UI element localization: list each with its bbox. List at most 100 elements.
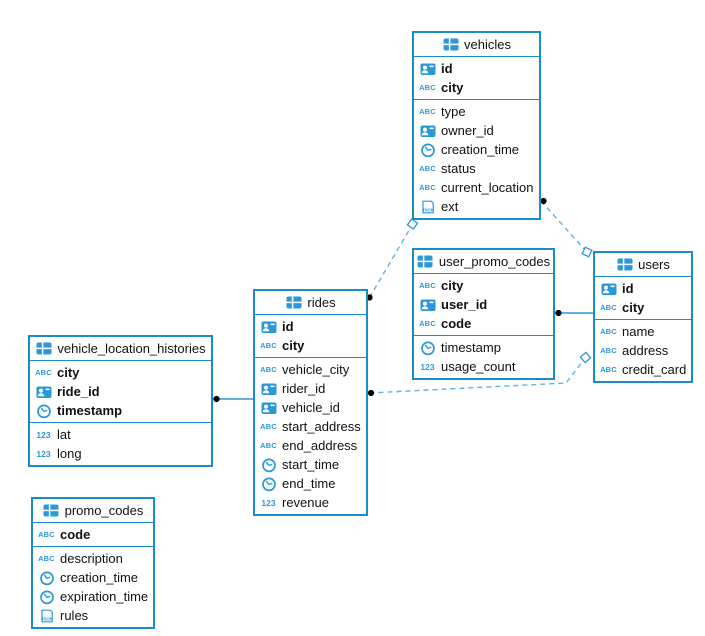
- field-label: description: [60, 551, 123, 566]
- json-icon: JSON: [419, 199, 436, 215]
- field-row-id[interactable]: id: [595, 279, 691, 298]
- json-icon: JSON: [38, 608, 55, 624]
- field-row-city[interactable]: ABC city: [30, 363, 211, 382]
- field-row-city[interactable]: ABC city: [414, 276, 553, 295]
- field-label: code: [441, 316, 472, 331]
- table-title: users: [638, 257, 670, 272]
- table-icon: [35, 341, 52, 357]
- table-header[interactable]: user_promo_codes: [414, 250, 553, 274]
- field-label: status: [441, 161, 476, 176]
- clock-icon: [260, 476, 277, 492]
- person-id-icon: [600, 281, 617, 297]
- abc-icon: ABC: [419, 281, 436, 290]
- field-row-timestamp[interactable]: timestamp: [414, 338, 553, 357]
- person-id-icon: [419, 297, 436, 313]
- abc-icon: ABC: [419, 107, 436, 116]
- field-row-creation_time[interactable]: creation_time: [33, 568, 153, 587]
- field-row-current_location[interactable]: ABC current_location: [414, 178, 539, 197]
- field-label: timestamp: [57, 403, 123, 418]
- table-icon: [43, 503, 60, 519]
- abc-icon: ABC: [35, 368, 52, 377]
- table-header[interactable]: promo_codes: [33, 499, 153, 523]
- field-row-id[interactable]: id: [414, 59, 539, 78]
- field-row-user_id[interactable]: user_id: [414, 295, 553, 314]
- dot-endpoint-marker: [555, 309, 562, 317]
- table-icon: [285, 295, 302, 311]
- field-row-expiration_time[interactable]: expiration_time: [33, 587, 153, 606]
- field-label: id: [282, 319, 294, 334]
- field-row-creation_time[interactable]: creation_time: [414, 140, 539, 159]
- field-row-end_time[interactable]: end_time: [255, 474, 366, 493]
- abc-icon: ABC: [260, 365, 277, 374]
- table-header[interactable]: users: [595, 253, 691, 277]
- dot-endpoint-marker: [213, 395, 220, 403]
- field-label: revenue: [282, 495, 329, 510]
- clock-icon: [419, 340, 436, 356]
- table-header[interactable]: vehicles: [414, 33, 539, 57]
- diamond-endpoint-marker: [579, 351, 592, 364]
- number-icon: 123: [420, 361, 435, 372]
- field-label: city: [622, 300, 645, 315]
- person-id-icon: [35, 384, 52, 400]
- table-title: user_promo_codes: [438, 254, 551, 269]
- abc-icon: ABC: [600, 346, 617, 355]
- table-header[interactable]: vehicle_location_histories: [30, 337, 211, 361]
- field-label: current_location: [441, 180, 534, 195]
- field-row-start_time[interactable]: start_time: [255, 455, 366, 474]
- table-icon: [442, 37, 459, 53]
- field-label: city: [441, 278, 464, 293]
- field-label: city: [441, 80, 464, 95]
- table-title: vehicle_location_histories: [57, 341, 206, 356]
- dot-endpoint-marker: [540, 197, 547, 205]
- number-icon: 123: [36, 429, 51, 440]
- field-label: code: [60, 527, 91, 542]
- field-label: id: [441, 61, 453, 76]
- field-row-rider_id[interactable]: rider_id: [255, 379, 366, 398]
- svg-text:JSON: JSON: [41, 616, 53, 621]
- number-icon: 123: [36, 448, 51, 459]
- field-label: city: [57, 365, 80, 380]
- svg-text:JSON: JSON: [422, 207, 434, 212]
- field-row-id[interactable]: id: [255, 317, 366, 336]
- field-row-owner_id[interactable]: owner_id: [414, 121, 539, 140]
- person-id-icon: [260, 381, 277, 397]
- abc-icon: ABC: [419, 183, 436, 192]
- field-label: user_id: [441, 297, 488, 312]
- relationship-rides-to-vehicles: [366, 218, 419, 301]
- table-header[interactable]: rides: [255, 291, 366, 315]
- person-id-icon: [419, 123, 436, 139]
- field-row-timestamp[interactable]: timestamp: [30, 401, 211, 420]
- field-row-ride_id[interactable]: ride_id: [30, 382, 211, 401]
- field-row-vehicle_id[interactable]: vehicle_id: [255, 398, 366, 417]
